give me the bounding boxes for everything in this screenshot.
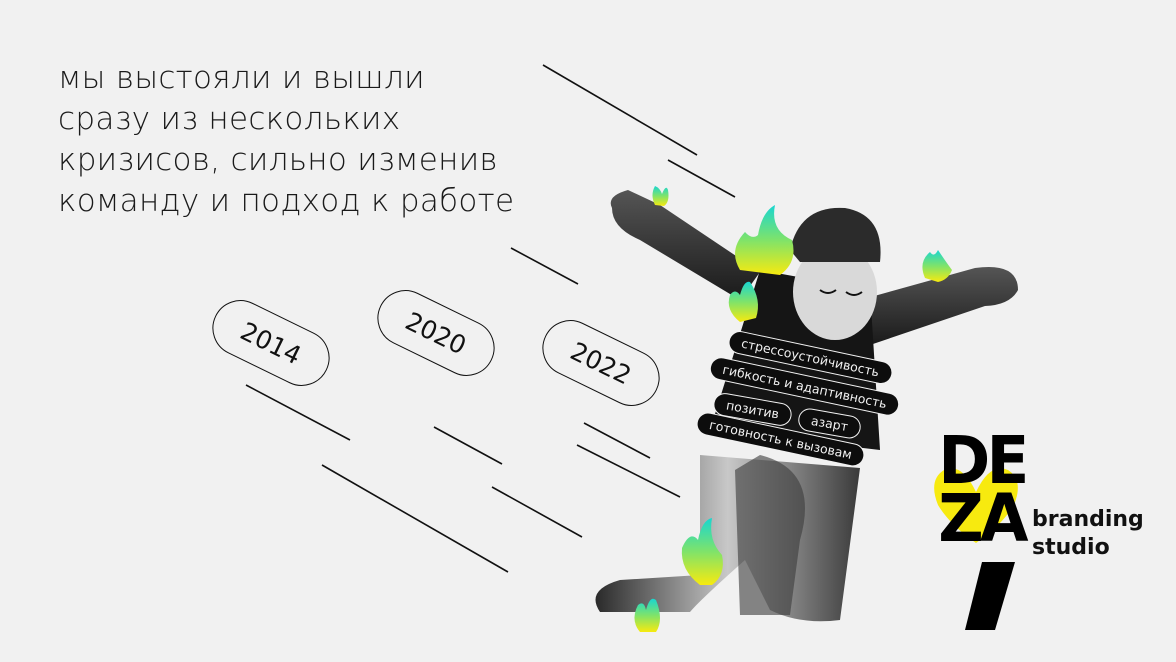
tagline-branding: branding (1032, 507, 1144, 532)
headline-line: кризисов, сильно изменив (58, 142, 498, 178)
flames (634, 186, 952, 632)
speed-line (583, 422, 651, 459)
headline-line: сразу из нескольких (58, 101, 401, 137)
speed-line (576, 444, 681, 498)
logo-slash (965, 562, 1015, 630)
tagline-studio: studio (1032, 535, 1110, 560)
headline-line: команду и подход к работе (58, 183, 515, 219)
speed-line (542, 64, 698, 156)
speed-line (433, 426, 503, 465)
headline: мы выстояли и вышли сразу из нескольких … (58, 58, 514, 222)
flame-icon (728, 281, 758, 322)
logo-tagline: branding studio (1032, 506, 1144, 562)
headline-line: мы выстояли и вышли (58, 60, 425, 96)
logo-heart-icon (934, 468, 1018, 543)
flame-icon (634, 598, 660, 632)
flame-icon (681, 518, 723, 585)
speed-line (667, 159, 736, 198)
speed-line (321, 464, 509, 573)
flame-icon (922, 250, 952, 282)
speed-line (510, 247, 579, 285)
speed-line (491, 486, 583, 538)
flame-icon (735, 205, 794, 275)
speed-lines (245, 64, 736, 573)
flame-icon (652, 186, 669, 206)
speed-line (245, 384, 351, 441)
